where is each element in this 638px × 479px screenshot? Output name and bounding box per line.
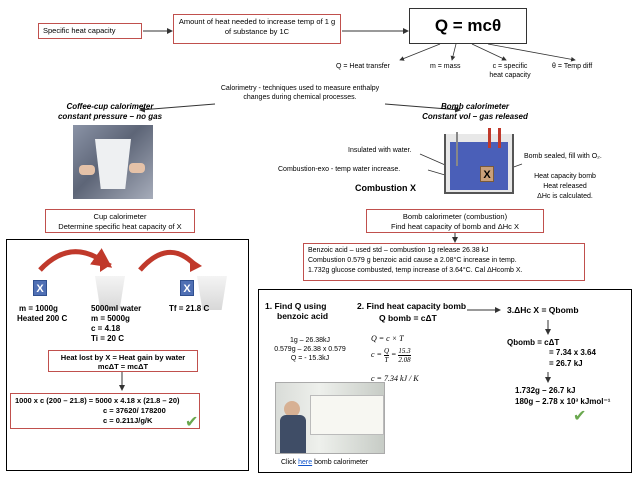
step1-line3: Q = - 15.3kJ — [290, 355, 330, 362]
video-link-post: bomb calorimeter — [312, 459, 369, 466]
arrow-formula-c — [471, 43, 507, 61]
water-cup-2 — [197, 276, 227, 310]
bomb-subtitle: Constant vol – gas released — [422, 112, 528, 121]
coffee-subtitle: constant pressure – no gas — [57, 112, 163, 121]
q-label: Q = Heat transfer — [336, 63, 390, 70]
heat-cap-1: Heat capacity bomb — [534, 173, 596, 180]
specific-heat-box: Specific heat capacity — [38, 23, 142, 39]
q-bomb-2: = 7.34 x 3.64 — [549, 348, 596, 357]
c-label-left: c = 4.18 — [91, 324, 121, 333]
bomb-calorimeter-diagram: X — [438, 128, 520, 198]
calc-line3: c = 0.211J/g/K — [103, 416, 153, 425]
coffee-cup-photo — [73, 125, 153, 199]
step1-title: 1. Find Q using — [265, 301, 327, 311]
glucose-1: 1.732g – 26.7 kJ — [515, 386, 576, 395]
calorimetry-text: Calorimetry - techniques used to measure… — [220, 85, 380, 101]
arrow-formula-q — [399, 43, 441, 61]
heat-lost-box: Heat lost by X = Heat gain by water mcΔT… — [48, 350, 198, 372]
red-arrow-1 — [38, 248, 113, 272]
m2-label: m = 5000g — [91, 314, 130, 323]
m-label: m = mass — [430, 63, 461, 70]
video-link-line: Click here bomb calorimeter — [281, 458, 368, 467]
formula-equals: = — [391, 350, 397, 359]
left-panel: X X m = 1000g Heated 200 C 5000ml water … — [6, 239, 249, 471]
step1-sub: benzoic acid — [277, 311, 329, 321]
right-panel: 1. Find Q using benzoic acid 1g – 26.38k… — [258, 289, 632, 473]
bomb-title: Bomb calorimeter — [440, 102, 510, 111]
glucose-2: 180g – 2.78 x 10³ kJmol⁻¹ — [515, 397, 611, 406]
tf-label: Tf = 21.8 C — [169, 304, 210, 313]
benzoic-line2: Combustion 0.579 g benzoic acid cause a … — [308, 257, 517, 264]
formula-q-ct: Q = c × T — [371, 334, 404, 343]
formula: Q = mcθ — [434, 16, 502, 35]
formula-den-val: 2.08 — [398, 355, 411, 364]
q-bomb-3: = 26.7 kJ — [549, 359, 583, 368]
formula-num-val: 15.3 — [398, 346, 411, 356]
bomb-x-box: X — [480, 166, 494, 182]
x-block-2: X — [180, 280, 194, 296]
arrow-formula-theta — [487, 43, 576, 62]
step3-title: 3.ΔHc X = Qbomb — [507, 305, 579, 315]
arrow-to-coffee — [139, 103, 216, 113]
video-link-pre: Click — [281, 459, 299, 466]
formula-c-result: c = 7.34 kJ / K — [371, 374, 419, 383]
video-link[interactable]: here — [298, 459, 313, 466]
specific-heat-label: Specific heat capacity — [43, 26, 116, 35]
formula-den-t: T — [384, 355, 389, 364]
water-label: 5000ml water — [91, 304, 142, 313]
step1-line2: 0.579g – 26.38 x 0.579 — [274, 346, 346, 353]
benzoic-line1: Benzoic acid – used std – combustion 1g … — [308, 247, 489, 254]
definition-box: Amount of heat needed to increase temp o… — [173, 14, 341, 44]
arrow-to-bomb — [384, 103, 461, 113]
arrow-formula-m — [450, 43, 457, 61]
heat-lost-line2: mcΔT = mcΔT — [97, 362, 149, 371]
ti-label: Ti = 20 C — [91, 334, 124, 343]
water-cup-1 — [95, 276, 125, 310]
benzoic-line3: 1.732g glucose combusted, temp increase … — [308, 267, 523, 274]
calc-line2: c = 37620/ 178200 — [103, 406, 166, 415]
heat-cap-3: ΔHc is calculated. — [537, 193, 593, 200]
heat-cap-2: Heat released — [543, 183, 587, 190]
bomb-calorimeter-box: Bomb calorimeter (combustion) Find heat … — [366, 209, 544, 233]
bomb-box-line1: Bomb calorimeter (combustion) — [402, 212, 508, 221]
calc-line1: 1000 x c (200 – 21.8) = 5000 x 4.18 x (2… — [15, 396, 180, 405]
heated-label: Heated 200 C — [17, 314, 68, 323]
red-arrow-2 — [138, 249, 196, 272]
step2-title: 2. Find heat capacity bomb — [357, 301, 467, 311]
checkmark-icon-2: ✔ — [573, 408, 587, 425]
formula-c-lhs: c = — [371, 350, 382, 359]
bomb-sealed-label: Bomb sealed, fill with O₂. — [524, 153, 602, 160]
step1-line1: 1g – 26.38kJ — [289, 337, 331, 344]
cup-box-line2: Determine specific heat capacity of X — [58, 222, 182, 231]
c-label: c = specific heat capacity — [489, 63, 531, 79]
q-bomb-1: Qbomb = cΔT — [507, 338, 560, 347]
heat-lost-line1: Heat lost by X = Heat gain by water — [60, 353, 186, 362]
benzoic-box: Benzoic acid – used std – combustion 1g … — [303, 243, 585, 281]
combustion-exo-label: Combustion-exo - temp water increase. — [278, 166, 401, 173]
cup-box-line1: Cup calorimeter — [93, 212, 147, 221]
formula-num-q: Q — [383, 346, 390, 356]
checkmark-icon-1: ✔ — [185, 414, 199, 431]
x-block-1: X — [33, 280, 47, 296]
insulated-label: Insulated with water. — [348, 147, 412, 154]
cup-calorimeter-box: Cup calorimeter Determine specific heat … — [45, 209, 195, 233]
calc-box: 1000 x c (200 – 21.8) = 5000 x 4.18 x (2… — [10, 393, 200, 429]
bomb-box-line2: Find heat capacity of bomb and ΔHc X — [391, 222, 519, 231]
theta-label: θ = Temp diff — [552, 63, 593, 70]
formula-box: Q = mcθ — [409, 8, 527, 44]
coffee-title: Coffee-cup calorimeter — [66, 102, 154, 111]
step2-eq: Q bomb = cΔT — [379, 313, 437, 323]
definition-text: Amount of heat needed to increase temp o… — [178, 17, 336, 36]
lecture-video-thumbnail[interactable] — [275, 382, 385, 454]
combustion-x-label: Combustion X — [355, 183, 416, 193]
m1-label: m = 1000g — [19, 304, 58, 313]
